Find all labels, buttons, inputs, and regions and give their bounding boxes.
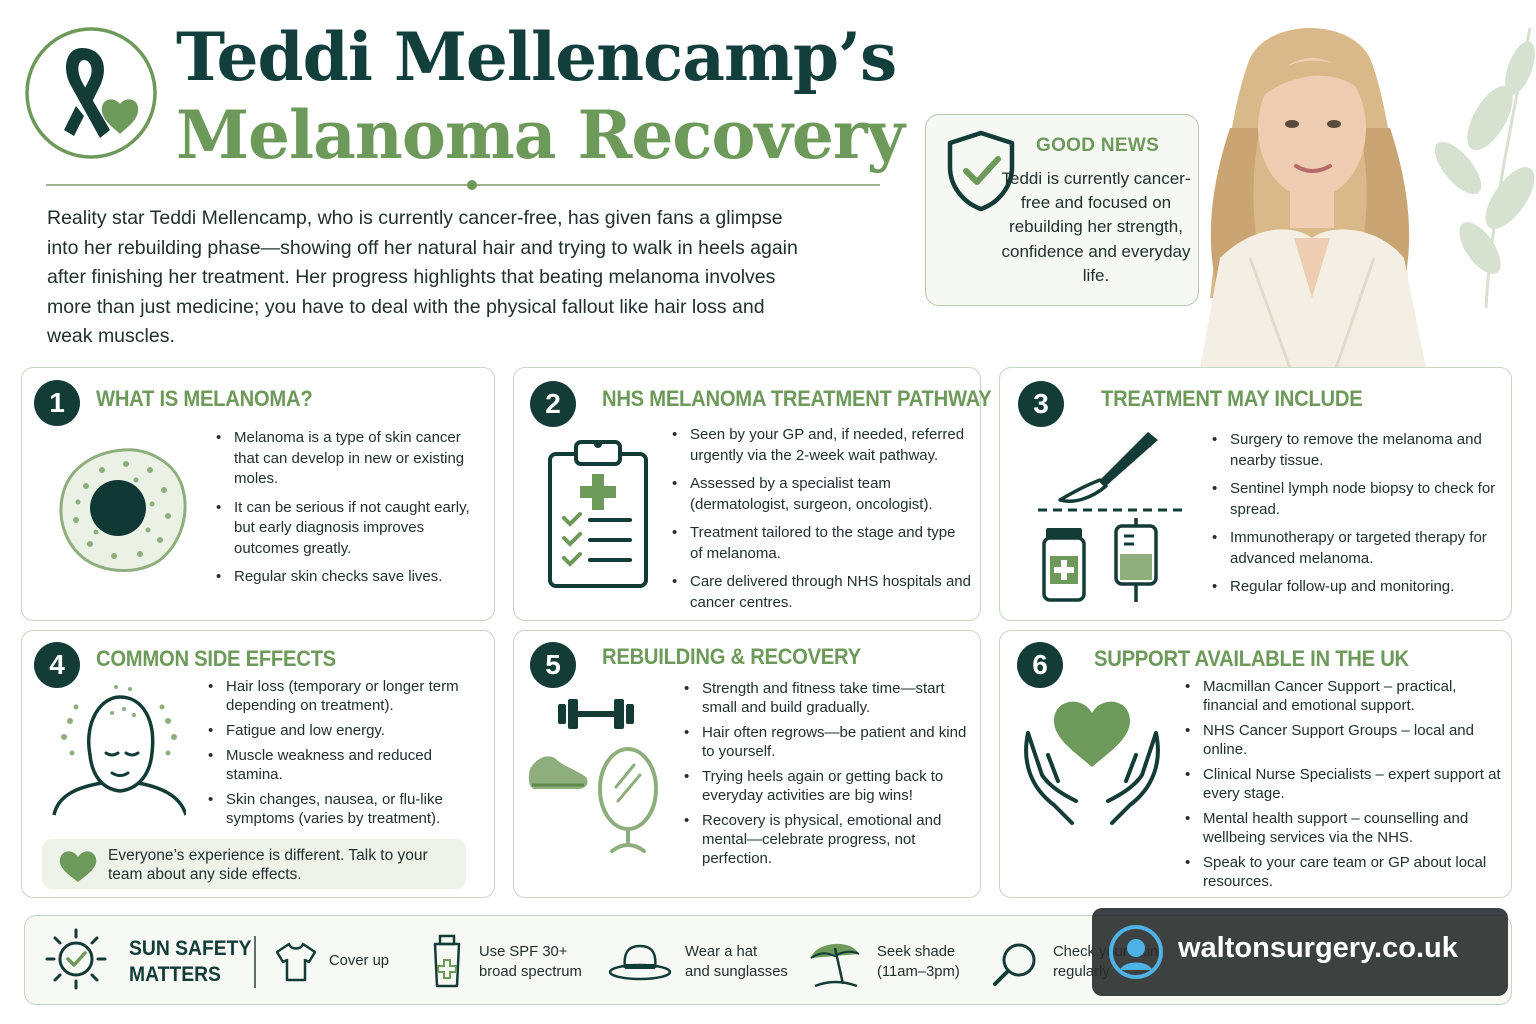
card-number: 1	[34, 380, 80, 426]
hat-icon	[608, 944, 672, 981]
card-title: REBUILDING & RECOVERY	[602, 644, 861, 669]
list-item: Care delivered through NHS hospitals and…	[672, 572, 972, 613]
list-item: Hair often regrows—be patient and kind t…	[684, 723, 974, 761]
title-divider	[46, 184, 880, 186]
card-treatment-may-include: 3 TREATMENT MAY INCLUDE Surgery to remov…	[999, 367, 1512, 621]
tip-hat: Wear a hat and sunglasses	[685, 944, 788, 980]
list-item: Clinical Nurse Specialists – expert supp…	[1185, 765, 1505, 803]
list-item: Trying heels again or getting back to ev…	[684, 767, 974, 805]
list-item: Recovery is physical, emotional and ment…	[684, 811, 974, 868]
card-title: WHAT IS MELANOMA?	[96, 386, 313, 411]
umbrella-shade-icon	[810, 943, 860, 988]
page-title-line1: Teddi Mellencamp’s	[176, 18, 897, 96]
sunscreen-icon	[433, 934, 461, 988]
dumbbell-shoe-mirror-icon	[528, 699, 658, 853]
list-item: Strength and fitness take time—start sma…	[684, 679, 974, 717]
watermark-text: waltonsurgery.co.uk	[1178, 932, 1458, 964]
divider-dot	[467, 180, 477, 190]
shield-check-icon	[947, 130, 1015, 212]
tshirt-icon	[275, 942, 317, 982]
clipboard-checklist-icon	[548, 440, 648, 588]
list-item: NHS Cancer Support Groups – local and on…	[1185, 721, 1505, 759]
hands-heart-icon	[1024, 701, 1160, 825]
card-number: 3	[1018, 381, 1064, 427]
list-item: Mental health support – counselling and …	[1185, 809, 1505, 847]
intro-paragraph: Reality star Teddi Mellencamp, who is cu…	[47, 207, 798, 347]
list-item: Seen by your GP and, if needed, referred…	[672, 425, 972, 466]
magnifier-icon	[993, 943, 1036, 986]
list-item: Fatigue and low energy.	[208, 721, 492, 740]
note-text: Everyone’s experience is different. Talk…	[108, 847, 428, 883]
watermark-badge[interactable]: waltonsurgery.co.uk	[1092, 908, 1508, 996]
list-item: Sentinel lymph node biopsy to check for …	[1212, 479, 1504, 520]
list-item: Regular skin checks save lives.	[216, 567, 486, 588]
side-effects-note: Everyone’s experience is different. Talk…	[42, 839, 466, 889]
melanoma-cell-icon	[59, 448, 187, 572]
ribbon-heart-logo-icon	[25, 27, 157, 159]
list-item: Treatment tailored to the stage and type…	[672, 523, 972, 564]
page-title-line2: Melanoma Recovery	[176, 96, 905, 174]
card-number: 4	[34, 642, 80, 688]
watermark-logo-icon	[1109, 925, 1163, 979]
card-what-is-melanoma: 1 WHAT IS MELANOMA? Melanoma is a type o…	[21, 367, 495, 621]
list-item: Regular follow-up and monitoring.	[1212, 577, 1504, 598]
list-item: Macmillan Cancer Support – practical, fi…	[1185, 677, 1505, 715]
list-item: Immunotherapy or targeted therapy for ad…	[1212, 528, 1504, 569]
teddi-portrait-image	[1200, 27, 1535, 368]
card-nhs-treatment-pathway: 2 NHS MELANOMA TREATMENT PATHWAY Seen by…	[513, 367, 992, 621]
card-number: 5	[530, 642, 576, 688]
heart-icon	[59, 851, 97, 882]
list-item: Muscle weakness and reduced stamina.	[208, 746, 492, 784]
sun-separator	[254, 936, 256, 988]
card-title: COMMON SIDE EFFECTS	[96, 646, 336, 671]
tip-cover-up: Cover up	[329, 953, 390, 969]
card-common-side-effects: 4 COMMON SIDE EFFECTS Hair loss (tempora…	[21, 630, 495, 898]
good-news-box: GOOD NEWS Teddi is currently cancer-free…	[925, 114, 1199, 306]
scalpel-medicine-iv-icon	[1038, 432, 1184, 602]
card-title: SUPPORT AVAILABLE IN THE UK	[1094, 646, 1409, 671]
sun-check-icon	[45, 928, 107, 990]
card-number: 2	[530, 381, 576, 427]
card-rebuilding-recovery: 5 REBUILDING & RECOVERY Strength and fit…	[513, 630, 981, 898]
card-number: 6	[1017, 642, 1063, 688]
sun-safety-title: SUN SAFETY MATTERS	[129, 937, 252, 986]
card-support-uk: 6 SUPPORT AVAILABLE IN THE UK Macmillan …	[999, 630, 1512, 898]
list-item: Hair loss (temporary or longer term depe…	[208, 677, 492, 715]
list-item: Assessed by a specialist team (dermatolo…	[672, 474, 972, 515]
head-hair-loss-icon	[52, 685, 186, 816]
good-news-text: Teddi is currently cancer-free and focus…	[1001, 169, 1191, 285]
tip-spf: Use SPF 30+ broad spectrum	[479, 944, 582, 980]
card-title: TREATMENT MAY INCLUDE	[1101, 386, 1363, 411]
card-title: NHS MELANOMA TREATMENT PATHWAY	[602, 386, 992, 411]
list-item: Skin changes, nausea, or flu-like sympto…	[208, 790, 492, 828]
list-item: Melanoma is a type of skin cancer that c…	[216, 428, 486, 490]
tip-shade: Seek shade (11am–3pm)	[877, 944, 960, 980]
list-item: It can be serious if not caught early, b…	[216, 498, 486, 560]
list-item: Surgery to remove the melanoma and nearb…	[1212, 430, 1504, 471]
list-item: Speak to your care team or GP about loca…	[1185, 853, 1505, 891]
good-news-title: GOOD NEWS	[1036, 135, 1160, 156]
